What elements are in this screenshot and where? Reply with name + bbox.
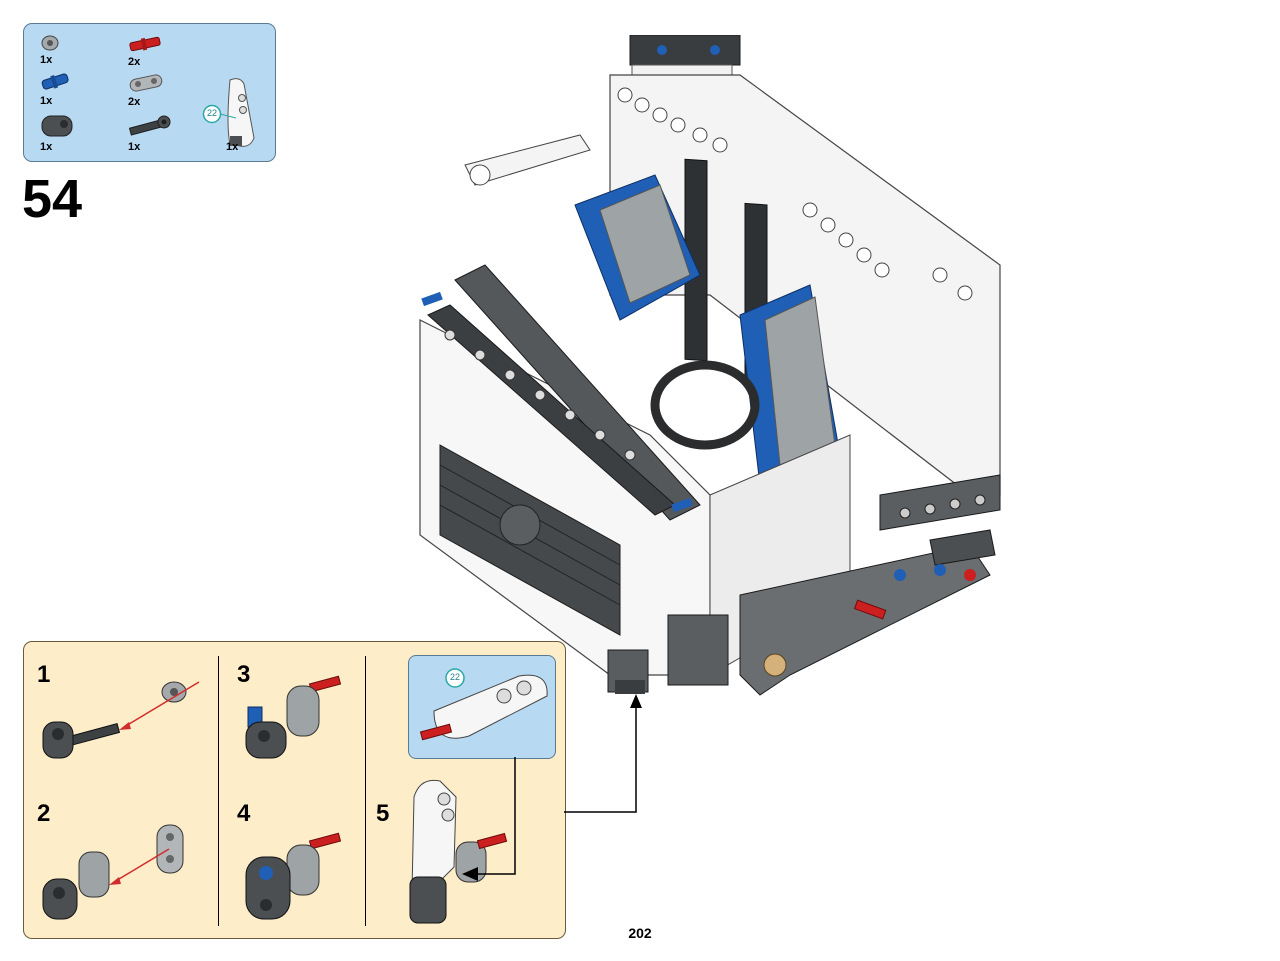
substep-2-figure — [39, 817, 219, 932]
red-axle-pin-part-icon — [128, 36, 162, 52]
callout-badge: 22 — [449, 672, 460, 682]
grey-beam-part-icon — [128, 73, 164, 93]
substep-number-5: 5 — [376, 800, 390, 827]
blue-pin-part-icon — [40, 71, 72, 91]
subassembly-22-part-icon: 22 — [202, 76, 262, 152]
bush-quantity: 1x — [40, 54, 53, 66]
substeps-divider-2 — [365, 656, 366, 926]
cab-model-illustration — [410, 34, 1010, 715]
substep-3-figure — [242, 672, 362, 772]
parts-list-box: 1x 2x 1x 2x 1x — [23, 23, 276, 162]
red-axle-pin-quantity: 2x — [128, 56, 141, 68]
substeps-divider-1 — [218, 656, 219, 926]
bush-part-icon — [40, 34, 60, 52]
grey-beam-quantity: 2x — [128, 96, 141, 108]
substep-4-figure — [242, 827, 362, 932]
subassembly-22-quantity: 1x — [226, 141, 239, 153]
substep-5-figure — [404, 777, 514, 932]
substep-number-3: 3 — [237, 661, 251, 688]
axle-connector-quantity: 1x — [128, 141, 141, 153]
step-number: 54 — [22, 169, 83, 229]
substep-number-4: 4 — [237, 800, 251, 827]
substep-number-1: 1 — [37, 661, 51, 688]
axle-connector-part-icon — [126, 114, 176, 140]
subassembly-22-callout: 22 — [408, 655, 556, 759]
page-number: 202 — [628, 925, 652, 941]
subassembly-22-badge: 22 — [206, 108, 217, 118]
blue-pin-quantity: 1x — [40, 95, 53, 107]
dark-grey-connector-quantity: 1x — [40, 141, 53, 153]
dark-grey-connector-part-icon — [40, 112, 76, 140]
substep-1-figure — [39, 672, 219, 772]
substep-number-2: 2 — [37, 800, 51, 827]
